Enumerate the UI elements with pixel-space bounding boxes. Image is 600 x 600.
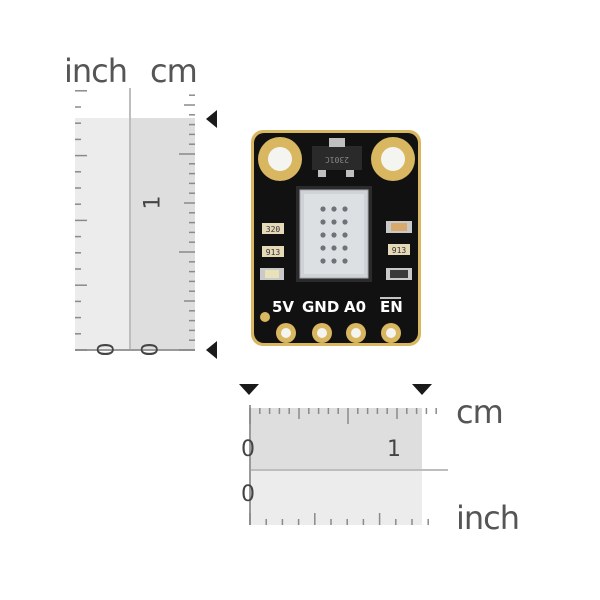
bottom-cm-one: 1 [387, 437, 401, 462]
smd-resistor-2 [262, 246, 284, 257]
left-cm-label: cm [150, 52, 198, 90]
vent-hole [342, 245, 348, 251]
vent-hole [342, 206, 348, 212]
component-marking: 913 [392, 246, 407, 255]
left-inch-label: inch [64, 52, 128, 90]
vent-hole [331, 245, 337, 251]
pin-label-a0: A0 [344, 298, 367, 316]
left-cm-one: 1 [140, 195, 166, 210]
mounting-hole-right-center [381, 147, 405, 171]
left-inch-band [75, 118, 130, 350]
bottom-cm-ticks [249, 408, 437, 424]
bottom-inch-zero: 0 [241, 482, 255, 507]
pin-label-gnd: GND [302, 298, 340, 316]
pin-label-5v: 5V [272, 298, 295, 316]
smd-resistor-3 [388, 244, 410, 255]
bottom-ruler [239, 384, 448, 525]
bottom-arrow-marker [206, 341, 217, 359]
bottom-cm-band [250, 408, 422, 470]
pin-label-en: EN [380, 298, 403, 316]
mounting-hole-left-center [268, 147, 292, 171]
right-arrow-marker [412, 384, 432, 395]
vent-hole [320, 219, 326, 225]
vent-hole [320, 258, 326, 264]
left-cm-band [130, 118, 195, 350]
bottom-inch-label: inch [456, 499, 520, 537]
smd-resistor-1 [262, 223, 284, 234]
vent-hole [331, 232, 337, 238]
regulator-chip [312, 146, 362, 170]
test-pad [260, 312, 270, 322]
vent-hole [331, 258, 337, 264]
left-cm-ticks [179, 94, 195, 351]
vent-hole [342, 258, 348, 264]
left-cm-zero: 0 [138, 342, 164, 357]
header-pins [276, 323, 401, 343]
left-arrow-marker [239, 384, 259, 395]
sensor-board: 2301C 320 913 913 [251, 130, 421, 346]
vent-hole [342, 219, 348, 225]
component-marking: 913 [266, 248, 281, 257]
bottom-inch-ticks [249, 513, 429, 525]
top-arrow-marker [206, 110, 217, 128]
vent-hole [320, 206, 326, 212]
left-ruler [75, 88, 217, 359]
left-inch-ticks [75, 90, 87, 351]
vent-hole [320, 245, 326, 251]
bottom-cm-label: cm [456, 393, 504, 431]
vent-hole [331, 219, 337, 225]
vent-hole [331, 206, 337, 212]
chip-marking: 2301C [325, 155, 349, 164]
sensor-vent-holes [320, 206, 348, 264]
bottom-cm-zero: 0 [241, 437, 255, 462]
component-marking: 320 [266, 225, 281, 234]
bottom-inch-band [250, 470, 422, 525]
vent-hole [320, 232, 326, 238]
vent-hole [342, 232, 348, 238]
regulator-tab [329, 138, 345, 147]
left-inch-zero: 0 [94, 342, 120, 357]
